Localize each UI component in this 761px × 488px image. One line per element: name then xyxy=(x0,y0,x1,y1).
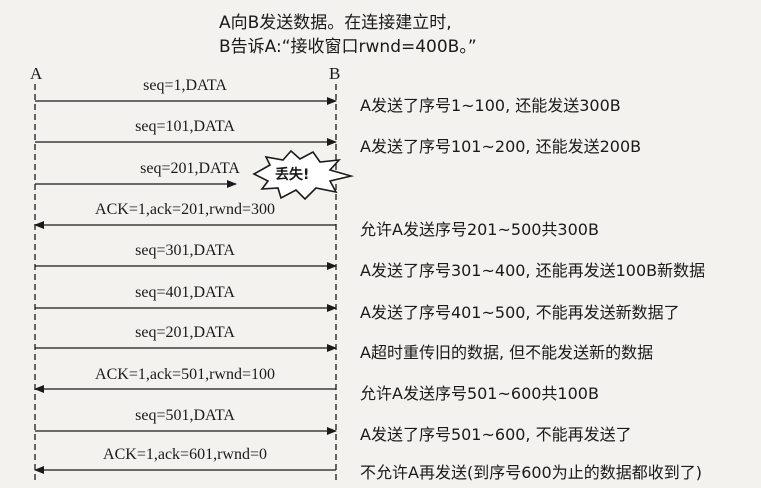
message-note: A发送了序号501~600, 不能再发送了 xyxy=(360,425,632,444)
message-label: seq=201,DATA xyxy=(140,160,240,177)
message-label: ACK=1,ack=201,rwnd=300 xyxy=(95,201,275,218)
message-note: A发送了序号101~200, 还能发送200B xyxy=(360,137,642,156)
message-label: seq=101,DATA xyxy=(135,118,235,135)
message-label: ACK=1,ack=601,rwnd=0 xyxy=(103,446,267,463)
message-label: seq=401,DATA xyxy=(135,284,235,301)
lost-burst-icon xyxy=(252,149,355,201)
message-label: ACK=1,ack=501,rwnd=100 xyxy=(95,366,275,383)
message-label: seq=1,DATA xyxy=(143,77,227,94)
message-note: 允许A发送序号501~600共100B xyxy=(360,384,599,403)
header-line-2: B告诉A:“接收窗口rwnd=400B。” xyxy=(219,37,477,57)
message-note: A发送了序号401~500, 不能再发送新数据了 xyxy=(360,303,680,322)
header-line-1: A向B发送数据。在连接建立时, xyxy=(219,13,452,33)
message-label: seq=501,DATA xyxy=(135,407,235,424)
message-note: A发送了序号301~400, 还能再发送100B新数据 xyxy=(360,261,706,280)
message-note: 允许A发送序号201~500共300B xyxy=(360,220,599,239)
endpoint-a-label: A xyxy=(30,64,43,83)
message-note: A发送了序号1~100, 还能发送300B xyxy=(360,96,621,115)
message-label: seq=301,DATA xyxy=(135,242,235,259)
message-label: seq=201,DATA xyxy=(135,324,235,341)
message-note: A超时重传旧的数据, 但不能发送新的数据 xyxy=(360,343,654,362)
message-note: 不允许A再发送(到序号600为止的数据都收到了) xyxy=(360,463,702,482)
lost-label: 丢失! xyxy=(275,167,310,183)
endpoint-b-label: B xyxy=(329,64,341,83)
